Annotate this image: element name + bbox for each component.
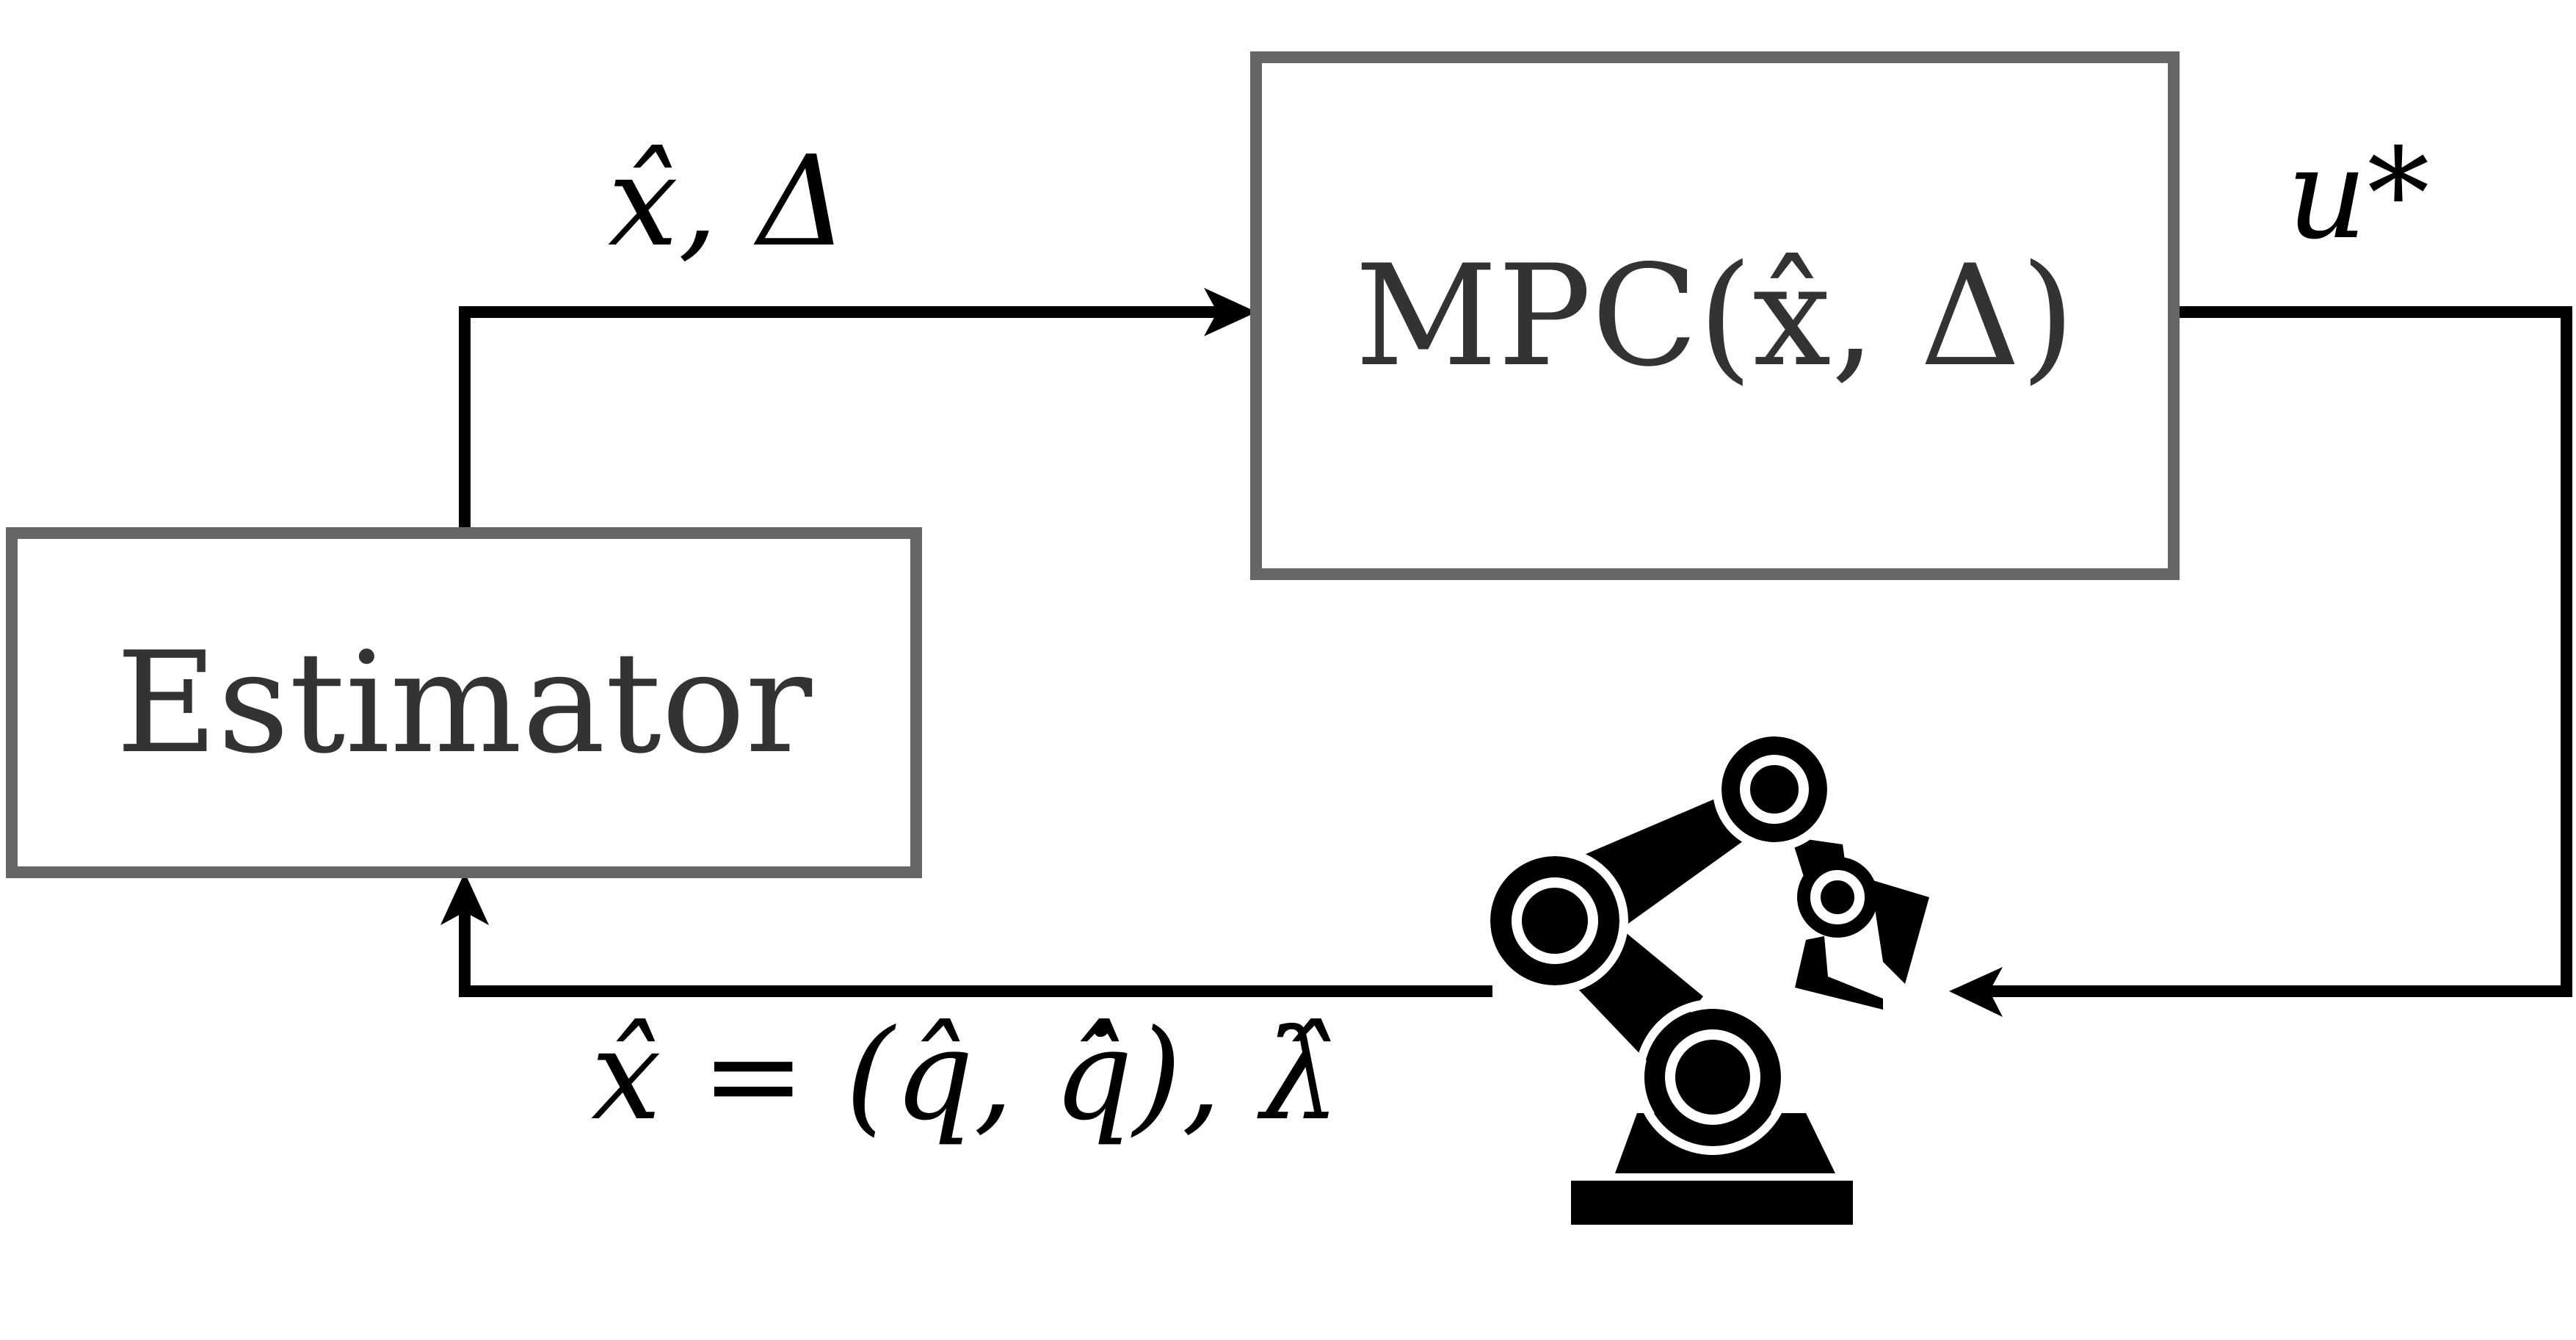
estimator-label: Estimator (115, 621, 813, 784)
wire-robot-to-estimator (459, 888, 1492, 997)
robot-joint-separators (1481, 728, 1836, 1155)
signal-label-state-estimate: x̂, Δ (608, 129, 848, 275)
mpc-block: MPC(x̂, Δ) (1250, 51, 2180, 580)
robot-joint-rings (1512, 755, 1865, 1125)
arrowhead-into-robot (1949, 967, 2003, 1017)
arrowhead-into-mpc (1204, 288, 1257, 336)
wire-mpc-to-robot (1964, 306, 2572, 997)
signal-label-feedback: x̂ = (q̂, q̂̇), λ̂ (591, 1003, 1340, 1148)
wire-estimator-to-mpc (459, 306, 1241, 527)
signal-label-control-input: u* (2287, 122, 2430, 267)
arrowhead-into-estimator (440, 872, 489, 925)
mpc-label: MPC(x̂, Δ) (1354, 234, 2075, 397)
estimator-block: Estimator (6, 527, 922, 878)
